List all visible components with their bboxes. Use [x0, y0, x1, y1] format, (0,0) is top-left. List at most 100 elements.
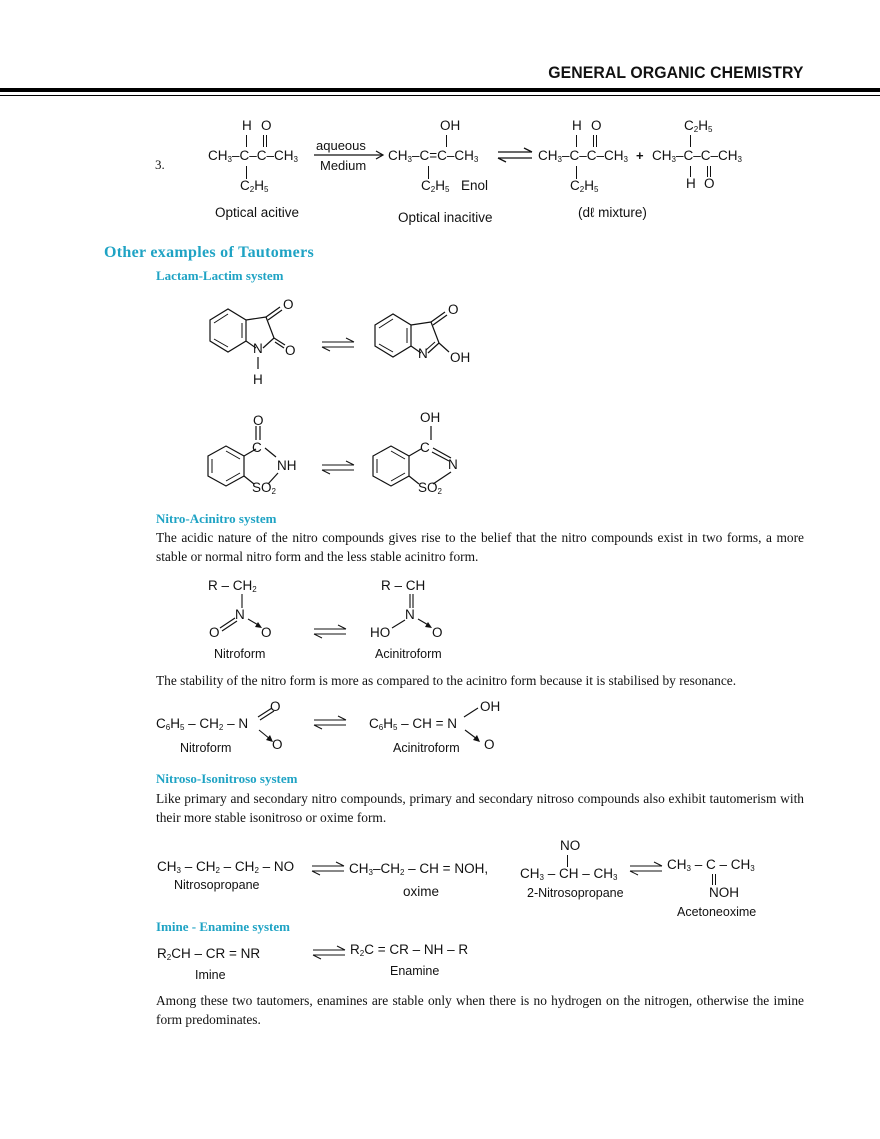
atom-o: O	[432, 625, 443, 640]
nitroso-paragraph: Like primary and secondary nitro compoun…	[156, 791, 804, 825]
atom-n: N	[448, 457, 458, 472]
acinitroform2-label: Acinitroform	[393, 741, 460, 755]
nitroform-bonds	[219, 594, 262, 632]
chain-formula: CH3–C–C–CH3	[208, 148, 298, 164]
bond	[428, 166, 429, 179]
hydroxyl-group: OH	[440, 118, 461, 133]
subsection-title-lactam-lactim: Lactam-Lactim system	[156, 268, 284, 283]
bond	[707, 166, 708, 177]
sulfonyl-group: SO2	[418, 480, 442, 496]
isatin-keto-structure	[209, 306, 286, 369]
page-header-title: GENERAL ORGANIC CHEMISTRY	[548, 63, 804, 82]
nitrosopropane-formula: CH3 – CH2 – CH2 – NO	[157, 859, 295, 875]
nitroform-label: Nitroform	[214, 647, 266, 661]
arrow-label-above: aqueous	[316, 138, 366, 153]
chain-formula: CH3–C–C–CH3	[652, 148, 742, 164]
hydroxyl-group: OH	[450, 350, 471, 365]
acinitroform-label: Acinitroform	[375, 647, 442, 661]
acinitroform-top: R – CH	[381, 578, 426, 593]
nitroform-top: R – CH2	[208, 578, 257, 594]
imine-label: Imine	[195, 968, 226, 982]
equilibrium-arrow-icon	[312, 945, 346, 960]
atom-o: O	[272, 737, 283, 752]
bond	[710, 166, 711, 177]
subsection-title-nitro-acinitro: Nitro-Acinitro system	[156, 511, 277, 526]
atom-h: H	[242, 118, 252, 133]
equilibrium-arrow-icon	[629, 861, 663, 876]
atom-o: O	[285, 343, 296, 358]
atom-n: N	[235, 607, 245, 622]
bond	[246, 166, 247, 179]
reaction-arrow-icon	[314, 150, 385, 160]
bond	[576, 135, 577, 147]
chain-formula: CH3–C–C–CH3	[538, 148, 628, 164]
bond	[446, 135, 447, 147]
subsection-title-imine-enamine: Imine - Enamine system	[156, 919, 290, 934]
chain-formula: CH3–C=C–CH3	[388, 148, 479, 164]
atom-n: N	[405, 607, 415, 622]
nitroform2-bonds	[257, 707, 275, 742]
equilibrium-arrow-icon	[313, 624, 347, 639]
imine-formula: R2CH – CR = NR	[157, 946, 261, 962]
atom-o: O	[270, 699, 281, 714]
hydroxyl-group: HO	[370, 625, 391, 640]
hydroxyl-group: OH	[480, 699, 501, 714]
equilibrium-arrow-icon	[313, 715, 347, 730]
enol-tag: Enol	[461, 178, 489, 193]
oxime-group: NOH	[709, 885, 739, 900]
atom-o: O	[209, 625, 220, 640]
isatin-enol-structure	[374, 311, 450, 358]
atom-o: O	[704, 176, 715, 191]
oxime-label: oxime	[403, 884, 440, 899]
equilibrium-arrow-icon	[497, 147, 533, 163]
amine-group: NH	[277, 458, 297, 473]
header-rule-thin	[0, 95, 880, 96]
equilibrium-arrow-icon	[321, 337, 355, 352]
reactant-structure: H O CH3–C–C–CH3 C2H5	[208, 118, 308, 198]
nitroform2-label: Nitroform	[180, 741, 232, 755]
atom-h: H	[253, 372, 263, 387]
bond	[246, 135, 247, 147]
equilibrium-arrow-icon	[321, 460, 355, 475]
bond	[596, 135, 597, 147]
product1-structure: H O CH3–C–C–CH3 C2H5	[538, 118, 638, 198]
bond	[567, 855, 568, 867]
bond	[712, 874, 713, 885]
atom-h: H	[686, 176, 696, 191]
saccharin-enol-structure	[372, 426, 452, 487]
atom-o: O	[261, 625, 272, 640]
enol-label: Optical inacitive	[398, 210, 493, 225]
bond	[690, 135, 691, 147]
atom-o: O	[591, 118, 602, 133]
bond	[263, 135, 264, 147]
atom-o: O	[283, 297, 294, 312]
atom-c: C	[252, 440, 262, 455]
acetoneoxime-label: Acetoneoxime	[677, 905, 757, 919]
nitroso-group: NO	[560, 838, 581, 853]
hydroxyl-group: OH	[420, 410, 441, 425]
enamine-formula: R2C = CR – NH – R	[350, 942, 469, 958]
saccharin-keto-structure	[207, 426, 279, 487]
ethyl-group: C2H5	[421, 178, 450, 194]
ethyl-group: C2H5	[684, 118, 713, 134]
acetoneoxime-formula: CH3 – C – CH3	[667, 857, 755, 873]
arrow-label-below: Medium	[320, 158, 367, 173]
bond	[715, 874, 716, 885]
atom-c: C	[420, 440, 430, 455]
example-number: 3.	[155, 157, 165, 172]
atom-o: O	[448, 302, 459, 317]
reactant-label: Optical acitive	[215, 205, 300, 220]
ethyl-group: C2H5	[240, 178, 269, 194]
atom-n: N	[418, 346, 428, 361]
oxime-formula: CH3–CH2 – CH = NOH,	[349, 861, 489, 877]
subsection-title-nitroso-isonitroso: Nitroso-Isonitroso system	[156, 771, 298, 786]
acinitroform2-formula: C6H5 – CH = N	[369, 716, 458, 732]
nitrosopropane2-label: 2-Nitrosopropane	[527, 886, 624, 900]
nitrosopropane2-formula: CH3 – CH – CH3	[520, 866, 618, 882]
atom-o: O	[261, 118, 272, 133]
nitrosopropane-label: Nitrosopropane	[174, 878, 260, 892]
ethyl-group: C2H5	[570, 178, 599, 194]
atom-o: O	[484, 737, 495, 752]
section-title: Other examples of Tautomers	[104, 244, 315, 261]
bond	[266, 135, 267, 147]
